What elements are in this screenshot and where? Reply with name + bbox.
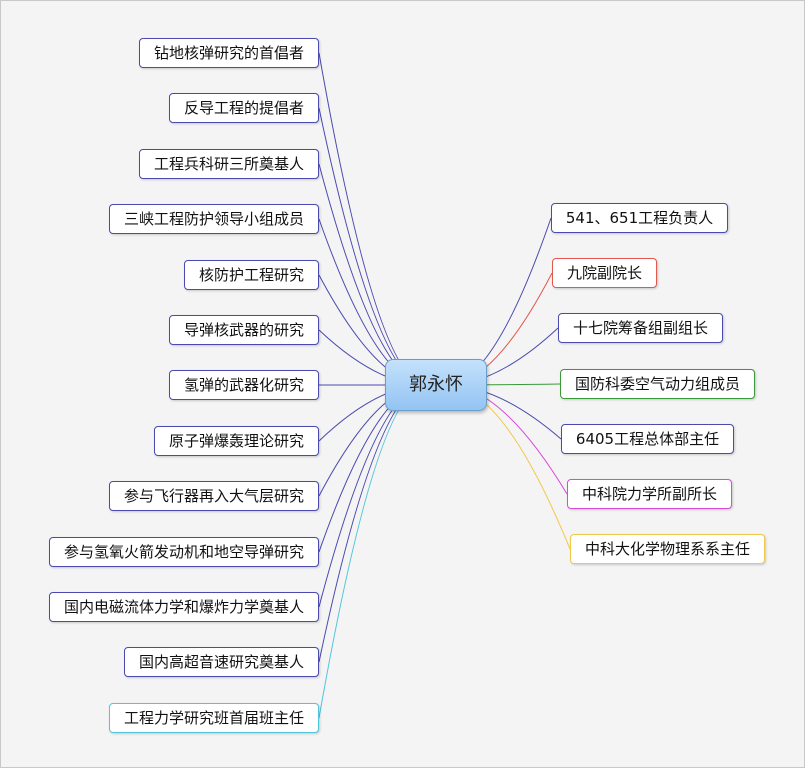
central-topic[interactable]: 郭永怀 xyxy=(385,359,487,411)
left-topic[interactable]: 参与氢氧火箭发动机和地空导弹研究 xyxy=(49,537,319,567)
right-topic[interactable]: 中科大化学物理系系主任 xyxy=(570,534,765,564)
connector-line xyxy=(318,107,427,386)
left-topic[interactable]: 反导工程的提倡者 xyxy=(169,93,319,123)
right-topic[interactable]: 541、651工程负责人 xyxy=(551,203,728,233)
right-topic[interactable]: 九院副院长 xyxy=(552,258,657,288)
connector-line xyxy=(318,384,427,719)
right-topic[interactable]: 国防科委空气动力组成员 xyxy=(560,369,755,399)
left-topic[interactable]: 核防护工程研究 xyxy=(184,260,319,290)
left-topic[interactable]: 工程兵科研三所奠基人 xyxy=(139,149,319,179)
right-topic[interactable]: 十七院筹备组副组长 xyxy=(558,313,723,343)
left-topic[interactable]: 钻地核弹研究的首倡者 xyxy=(139,38,319,68)
left-topic[interactable]: 氢弹的武器化研究 xyxy=(169,370,319,400)
connector-line xyxy=(318,163,427,386)
left-topic[interactable]: 国内电磁流体力学和爆炸力学奠基人 xyxy=(49,592,319,622)
connector-line xyxy=(318,384,427,608)
left-topic[interactable]: 工程力学研究班首届班主任 xyxy=(109,703,319,733)
right-topic[interactable]: 中科院力学所副所长 xyxy=(567,479,732,509)
right-topic[interactable]: 6405工程总体部主任 xyxy=(561,424,734,454)
left-topic[interactable]: 国内高超音速研究奠基人 xyxy=(124,647,319,677)
left-topic[interactable]: 原子弹爆轰理论研究 xyxy=(154,426,319,456)
left-topic[interactable]: 参与飞行器再入大气层研究 xyxy=(109,481,319,511)
left-topic[interactable]: 三峡工程防护领导小组成员 xyxy=(109,204,319,234)
connector-line xyxy=(318,52,427,386)
left-topic[interactable]: 导弹核武器的研究 xyxy=(169,315,319,345)
